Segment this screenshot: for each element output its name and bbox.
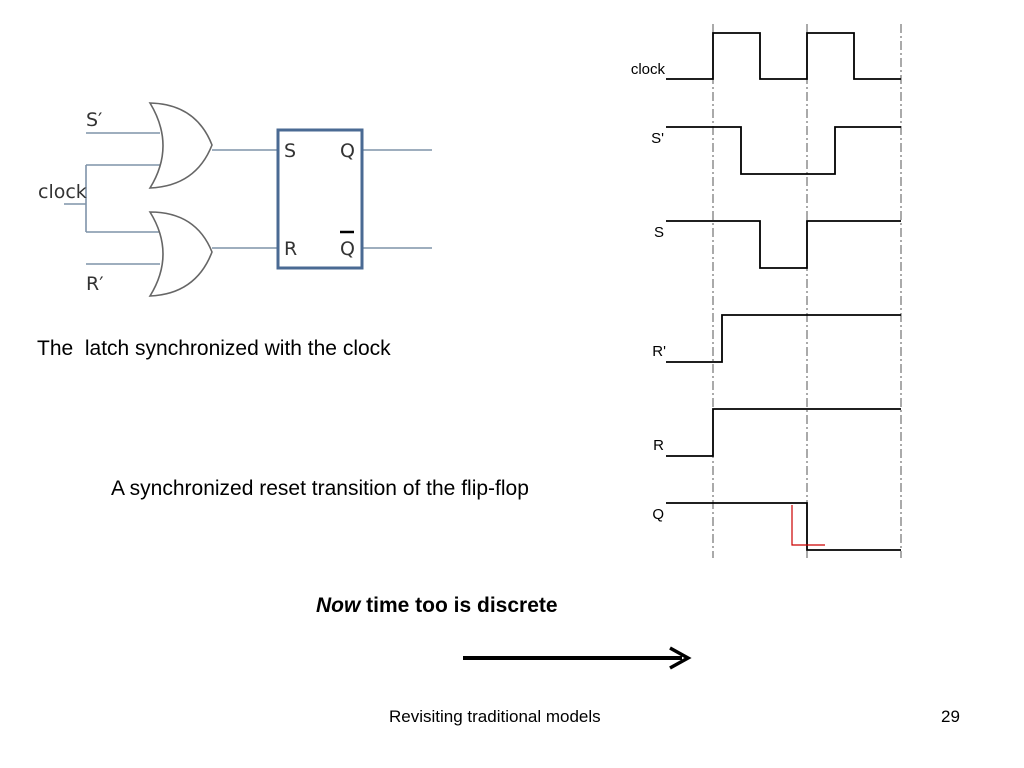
headline-emphasis: Now <box>316 594 361 617</box>
latch-label-r: R <box>284 238 297 260</box>
input-label-s-prime: S′ <box>86 109 102 131</box>
sr-latch-box <box>276 128 364 270</box>
input-label-clock: clock <box>38 181 87 203</box>
latch-label-s: S <box>284 140 296 162</box>
or-gate-top <box>148 102 213 189</box>
input-label-r-prime: R′ <box>86 273 104 295</box>
time-arrow <box>463 646 692 670</box>
discrete-time-headline: Now time too is discrete <box>316 594 558 618</box>
reset-caption: A synchronized reset transition of the f… <box>111 477 529 500</box>
latch-label-q-bar: Q <box>340 238 355 260</box>
or-gate-bottom <box>148 211 213 297</box>
footer-title: Revisiting traditional models <box>389 707 601 726</box>
input-wires <box>64 132 432 265</box>
slide-number: 29 <box>941 707 960 726</box>
latch-label-q: Q <box>340 140 355 162</box>
headline-rest: time too is discrete <box>360 594 558 617</box>
latch-caption: The latch synchronized with the clock <box>37 337 391 360</box>
